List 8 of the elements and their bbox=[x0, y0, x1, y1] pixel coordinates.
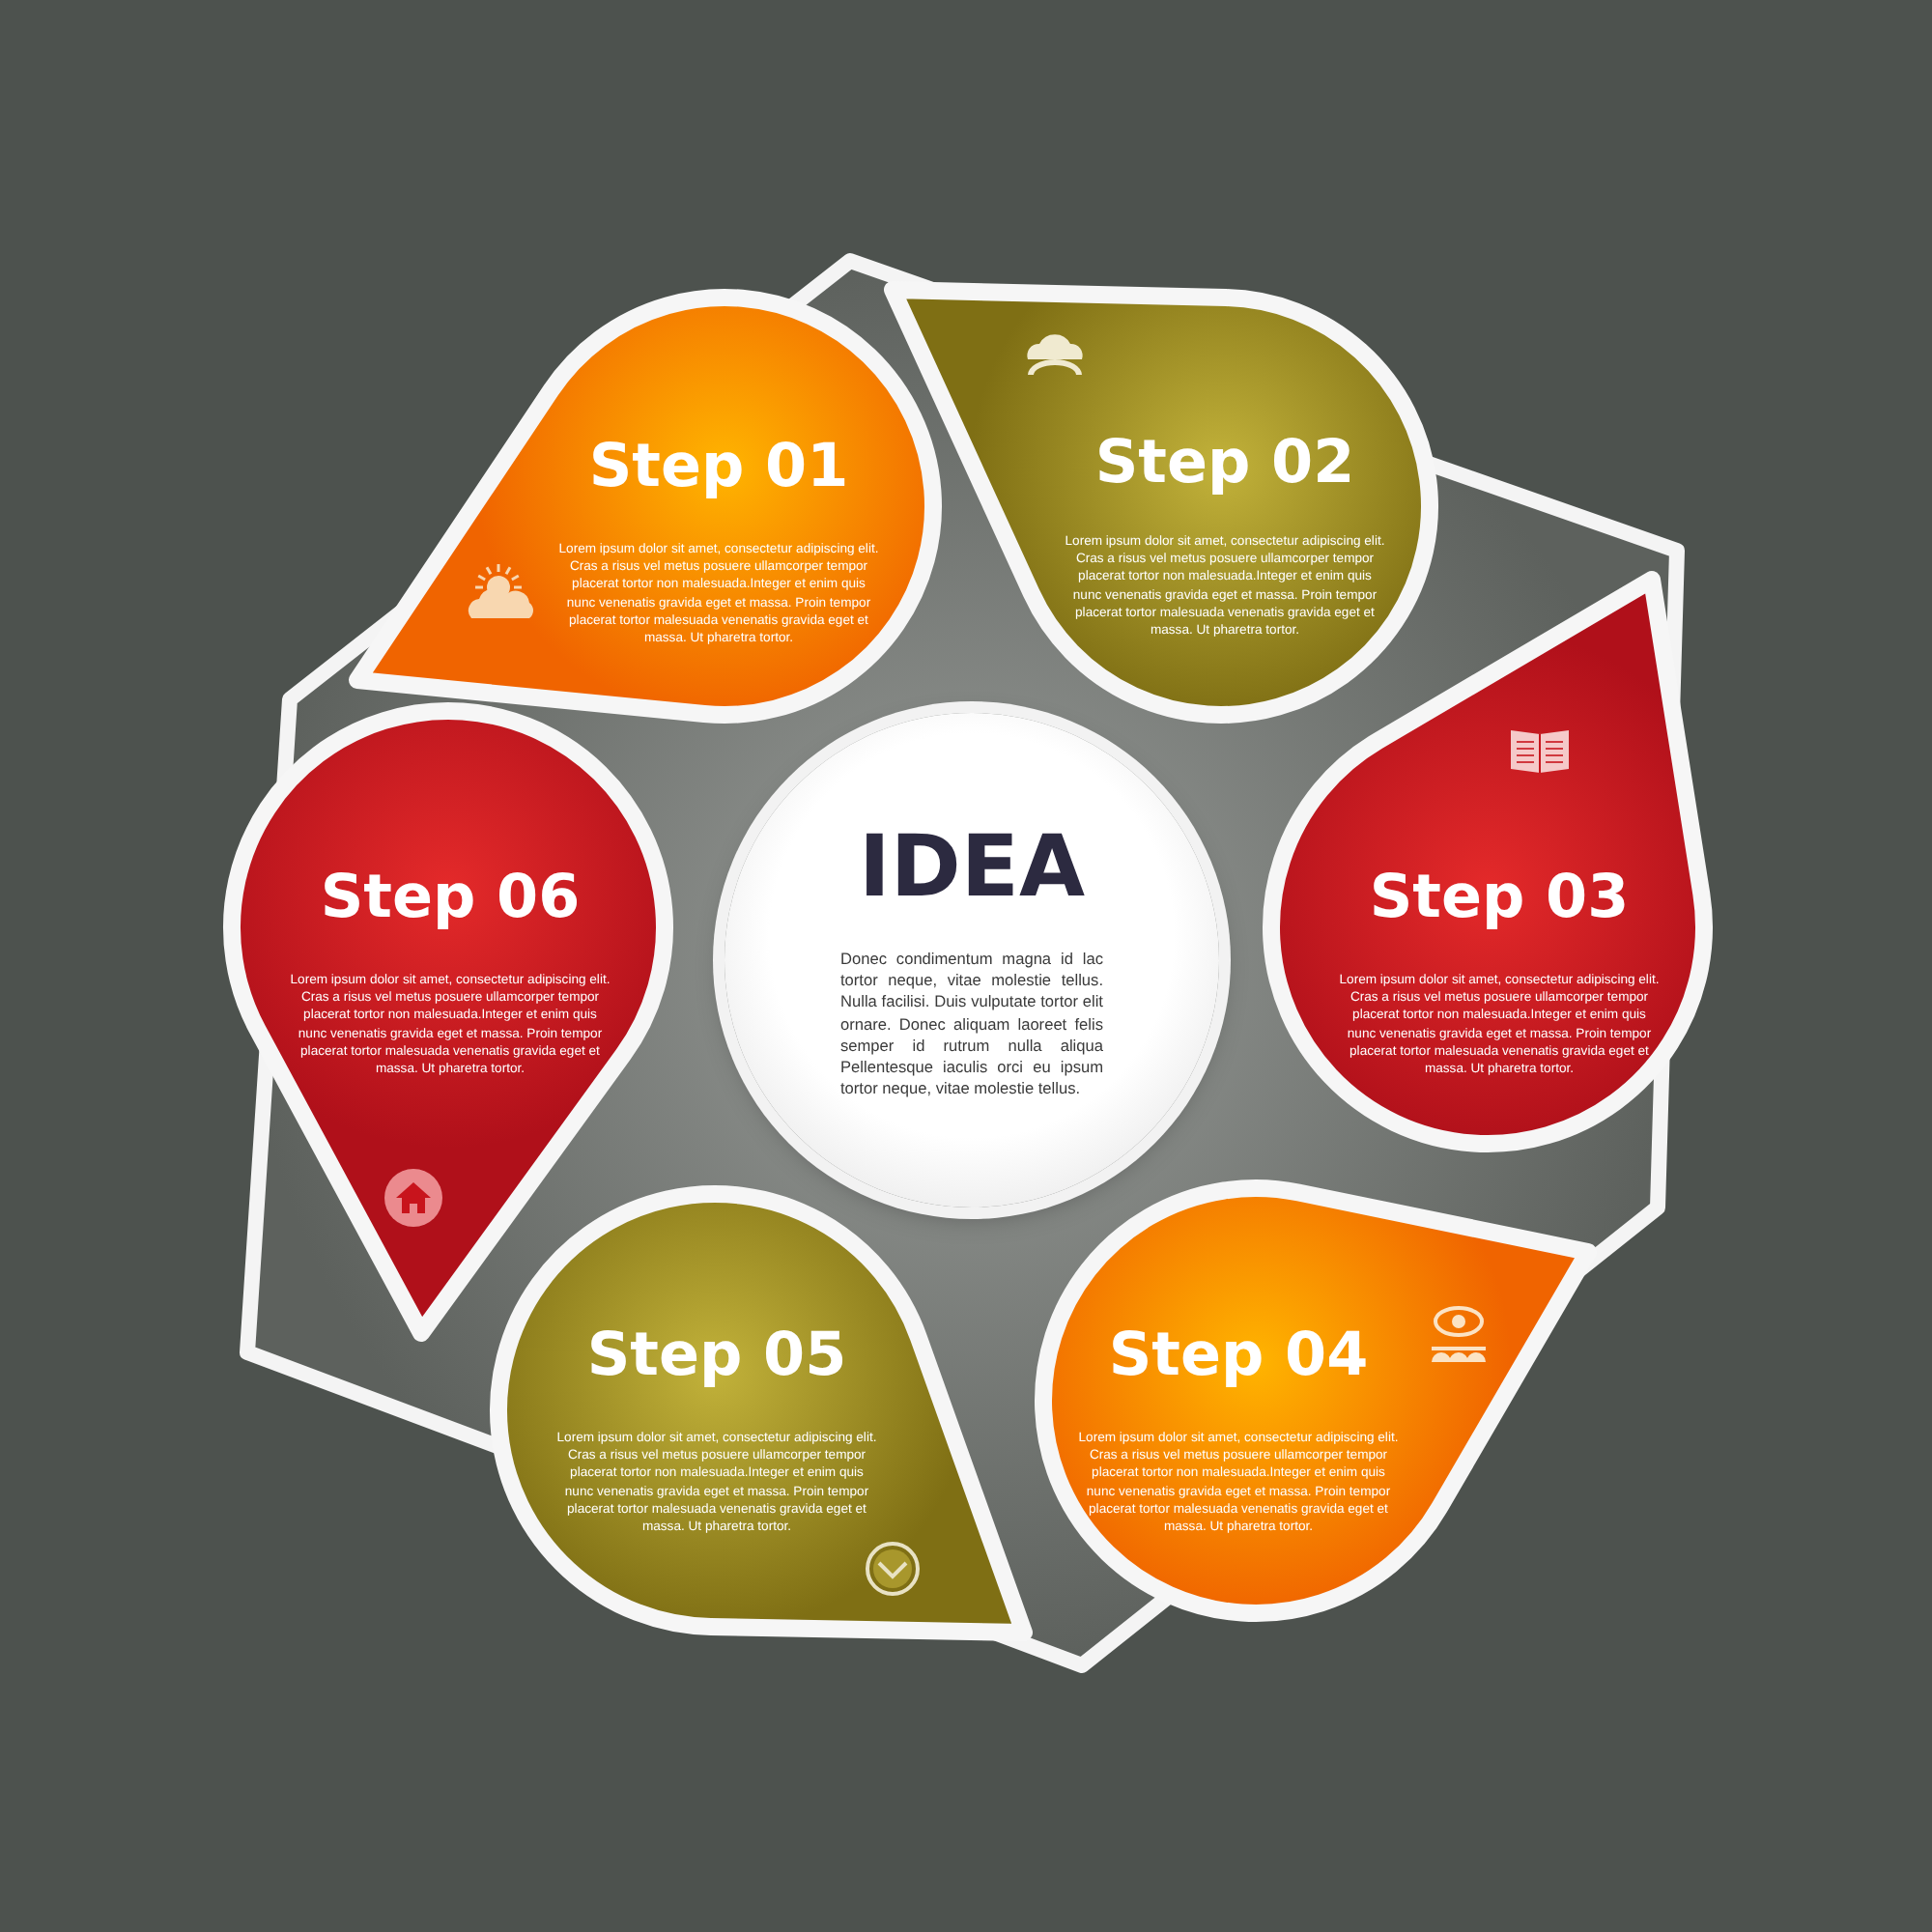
step-title: Step 03 bbox=[1369, 868, 1630, 928]
step-title: Step 02 bbox=[1094, 434, 1355, 494]
step-title: Step 06 bbox=[320, 868, 581, 928]
step-title: Step 01 bbox=[588, 438, 849, 497]
idea-title: IDEA bbox=[859, 818, 1085, 917]
step-title: Step 04 bbox=[1108, 1326, 1369, 1386]
idea-description: Donec condimentum magna id lac tortor neque, vitae molestie tellus. Nulla facilisi. Duis vulputate tortor elit ornare. Donec aliquam laoreet felis semper id rutrum nulla aliqua Pellentesque iaculis orci eu ipsum tortor neque, vitae molestie tellus. bbox=[840, 949, 1103, 1100]
step-title: Step 05 bbox=[586, 1326, 847, 1386]
